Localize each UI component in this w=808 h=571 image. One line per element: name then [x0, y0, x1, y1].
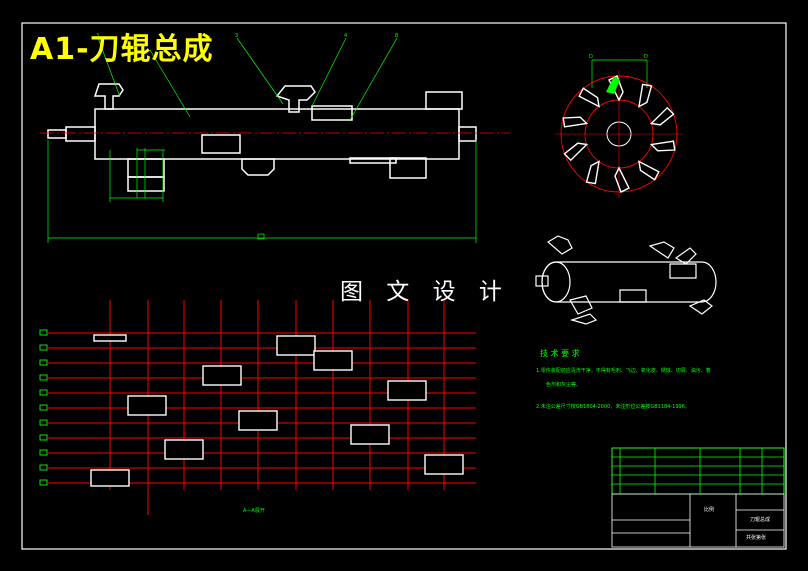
- requirement-line: 1.零件装配前应清洗干净，不得有毛刺、飞边、氧化皮、锈蚀、切屑、油污、着: [536, 368, 711, 374]
- title-block-sheet-note: 共张第张: [746, 535, 767, 541]
- roller-isometric-view: [535, 235, 717, 325]
- dimension-lines: [47, 37, 477, 243]
- title-block-ratio: 比例: [704, 507, 715, 513]
- watermark-text: 图 文 设 计: [340, 279, 510, 305]
- section-label: D: [644, 54, 648, 60]
- title-block-drawing-name: 刀辊总成: [750, 517, 771, 523]
- development-view-label: A—A展开: [243, 508, 265, 514]
- callout-label: 4: [344, 33, 347, 39]
- roller-side-view: D D: [555, 54, 683, 198]
- callout-label: 3: [235, 33, 238, 39]
- drawing-title: A1-刀辊总成: [30, 32, 214, 67]
- callout-label: 8: [395, 33, 398, 39]
- requirement-line: 2.未注公差尺寸按GB1804-2000，未注形位公差按GB1184-1996。: [536, 404, 690, 410]
- callout-labels: 3 3 4 8: [96, 33, 398, 39]
- title-block: [611, 447, 785, 548]
- callout-label: 3: [96, 33, 99, 39]
- requirement-line: 色剂和灰尘等。: [546, 382, 582, 388]
- technical-requirements-title: 技 术 要 求: [540, 349, 580, 358]
- development-view: A—A展开: [39, 300, 476, 515]
- section-label: D: [589, 54, 593, 60]
- roller-front-view: [47, 83, 477, 192]
- drawing-border: [21, 22, 787, 550]
